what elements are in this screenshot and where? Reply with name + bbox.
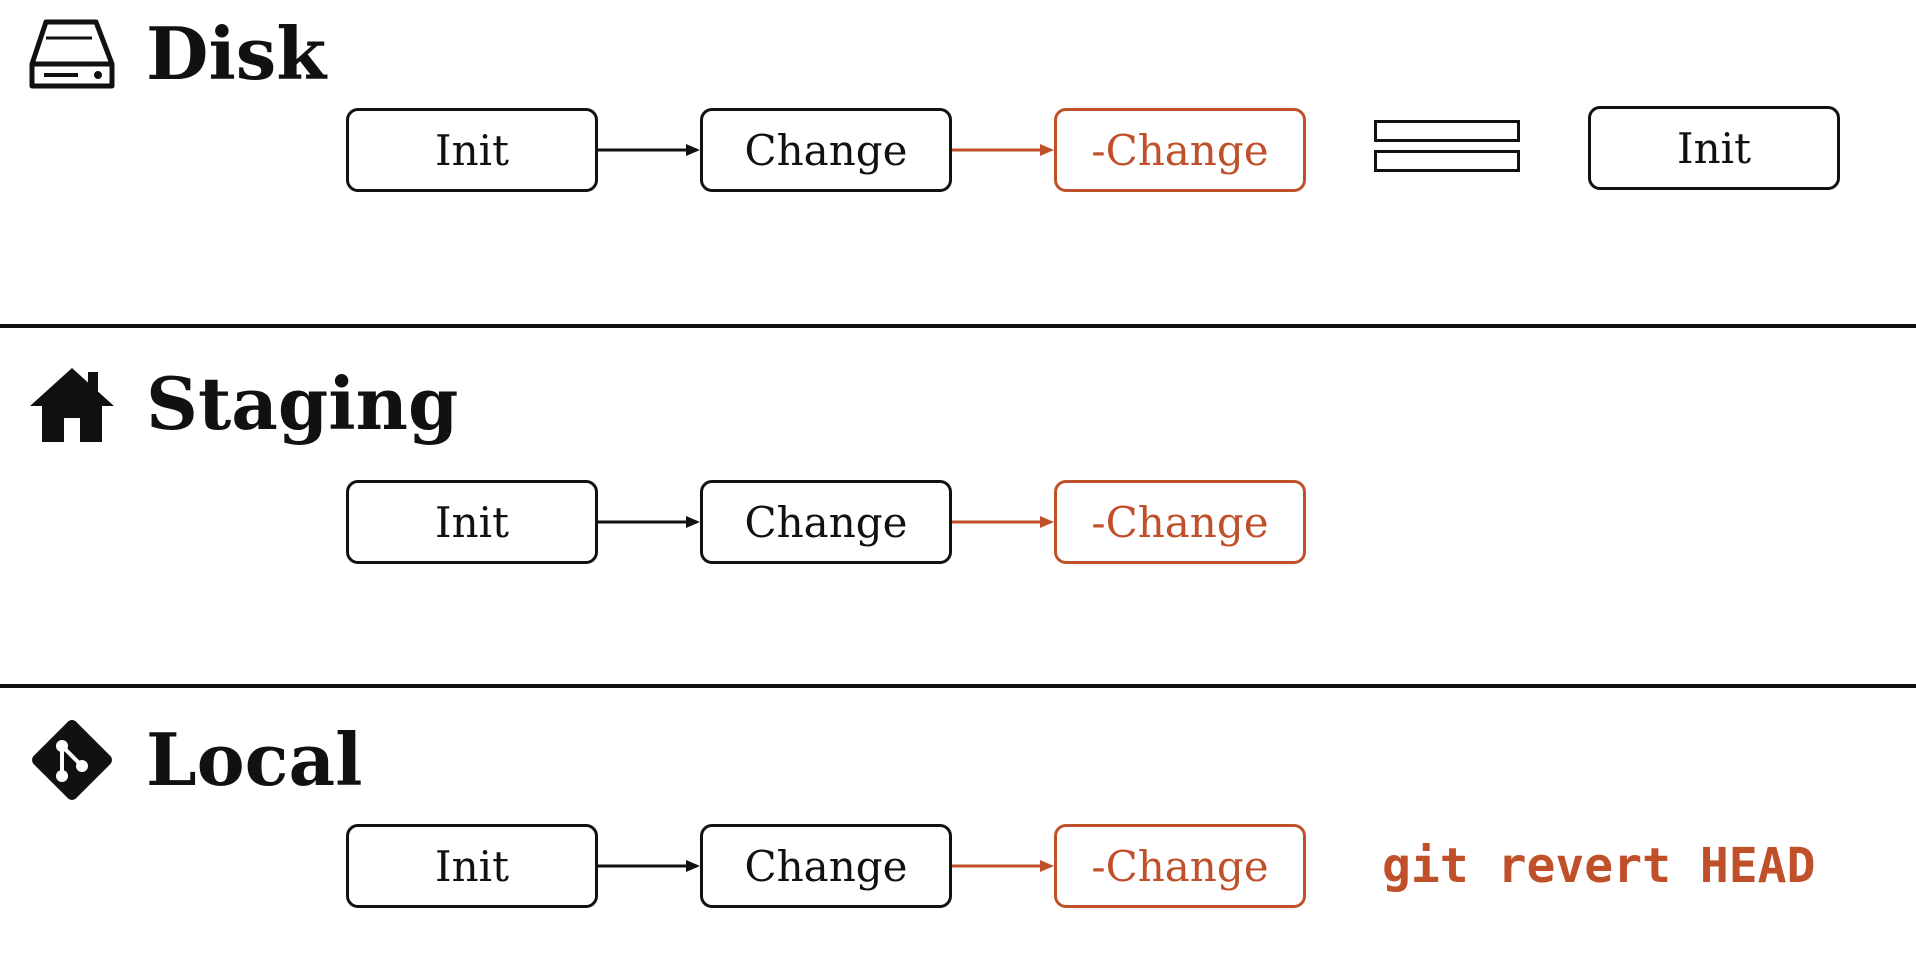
staging-section-header: Staging (26, 358, 458, 450)
disk-arrow-2 (952, 144, 1054, 156)
equals-bar-top (1374, 120, 1520, 142)
disk-drive-icon (26, 8, 118, 100)
local-title: Local (146, 717, 363, 802)
staging-arrow-2 (952, 516, 1054, 528)
staging-node-change: Change (700, 480, 952, 564)
disk-title: Disk (146, 11, 327, 96)
house-icon (26, 358, 118, 450)
disk-section-header: Disk (26, 8, 326, 100)
staging-arrow-1 (598, 516, 700, 528)
section-divider-1 (0, 324, 1916, 328)
disk-node-revert: -Change (1054, 108, 1306, 192)
local-section-header: Local (26, 714, 363, 806)
equals-icon (1374, 120, 1520, 180)
local-section: Local Init Change -Change git revert HEA… (0, 688, 1916, 959)
local-node-init: Init (346, 824, 598, 908)
disk-arrow-1 (598, 144, 700, 156)
local-arrow-1 (598, 860, 700, 872)
disk-result-node: Init (1588, 106, 1840, 190)
local-node-revert: -Change (1054, 824, 1306, 908)
local-node-change: Change (700, 824, 952, 908)
equals-bar-bottom (1374, 150, 1520, 172)
git-revert-command: git revert HEAD (1382, 838, 1816, 894)
git-diamond-icon (26, 714, 118, 806)
disk-node-change: Change (700, 108, 952, 192)
section-divider-2 (0, 684, 1916, 688)
staging-title: Staging (146, 361, 459, 446)
staging-node-init: Init (346, 480, 598, 564)
disk-section: Disk Init Change -Change Init (0, 0, 1916, 326)
local-arrow-2 (952, 860, 1054, 872)
staging-node-revert: -Change (1054, 480, 1306, 564)
disk-node-init: Init (346, 108, 598, 192)
staging-section: Staging Init Change -Change (0, 328, 1916, 684)
